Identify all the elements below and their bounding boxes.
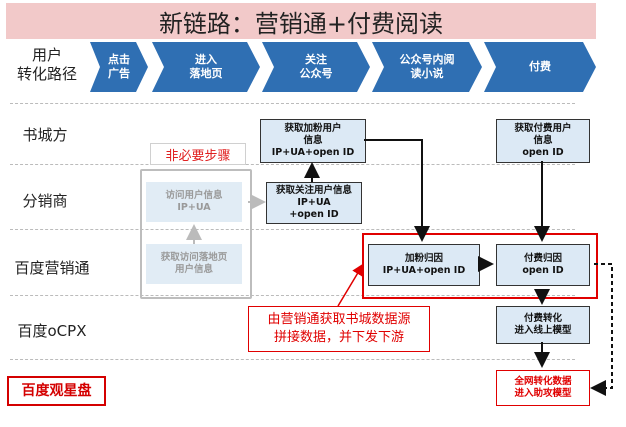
arrow-fan-info-to-attribution bbox=[364, 139, 430, 242]
optional-step-label: 非必要步骤 bbox=[150, 143, 246, 165]
pay-info-box: 获取付费用户 信息 open ID bbox=[496, 119, 590, 163]
stage-landing-page: 进入 落地页 bbox=[152, 42, 260, 92]
row-label-bookstore: 书城方 bbox=[22, 126, 68, 144]
fan-attribution-text: 加粉归因 IP+UA+open ID bbox=[382, 253, 466, 276]
row-divider bbox=[10, 164, 575, 165]
pay-model-text: 付费转化 进入线上模型 bbox=[514, 313, 572, 336]
row-label-distributor: 分销商 bbox=[22, 192, 68, 210]
data-source-note: 由营销通获取书城数据源 拼接数据，并下发下游 bbox=[248, 306, 430, 352]
arrow-note-to-attribution bbox=[337, 263, 364, 307]
stage-follow-account: 关注 公众号 bbox=[262, 42, 370, 92]
pay-attribution-text: 付费归因 open ID bbox=[522, 253, 564, 276]
landing-info-text: 获取访问落地页 用户信息 bbox=[160, 252, 228, 275]
row-label-marketing: 百度营销通 bbox=[14, 259, 90, 277]
row-divider bbox=[10, 359, 575, 360]
row-divider bbox=[10, 103, 575, 104]
optional-step-frame bbox=[140, 169, 252, 299]
pay-model-box: 付费转化 进入线上模型 bbox=[496, 306, 590, 344]
assist-model-text: 全网转化数据 进入助攻模型 bbox=[514, 376, 572, 399]
fan-attribution-box: 加粉归因 IP+UA+open ID bbox=[368, 244, 480, 286]
arrow-dashed-side-path bbox=[590, 263, 613, 396]
follow-info-text: 获取关注用户信息 IP+UA +open ID bbox=[275, 185, 352, 220]
path-label: 用户 转化路径 bbox=[8, 46, 86, 84]
stage-label: 进入 落地页 bbox=[189, 53, 223, 80]
stage-pay: 付费 bbox=[484, 42, 596, 92]
fan-info-box: 获取加粉用户 信息 IP+UA+open ID bbox=[260, 119, 366, 163]
follow-info-box: 获取关注用户信息 IP+UA +open ID bbox=[266, 182, 362, 224]
assist-model-box: 全网转化数据 进入助攻模型 bbox=[496, 370, 590, 406]
stage-click-ad: 点击 广告 bbox=[90, 42, 148, 92]
visit-info-box: 访问用户信息 IP+UA bbox=[146, 182, 242, 222]
stage-label: 公众号内阅 读小说 bbox=[399, 53, 455, 80]
stage-label: 付费 bbox=[529, 60, 551, 73]
fan-info-text: 获取加粉用户 信息 IP+UA+open ID bbox=[271, 123, 355, 158]
row-label-guanxingpan: 百度观星盘 bbox=[7, 376, 106, 406]
row-divider bbox=[10, 295, 575, 296]
pay-attribution-box: 付费归因 open ID bbox=[496, 244, 590, 286]
visit-info-text: 访问用户信息 IP+UA bbox=[165, 190, 223, 213]
path-label-line-1: 用户 bbox=[31, 46, 62, 64]
stage-label: 点击 广告 bbox=[108, 53, 130, 80]
path-label-line-2: 转化路径 bbox=[16, 65, 77, 83]
row-label-ocpx: 百度oCPX bbox=[17, 322, 87, 340]
data-source-note-text: 由营销通获取书城数据源 拼接数据，并下发下游 bbox=[267, 312, 411, 345]
stage-read-novel: 公众号内阅 读小说 bbox=[372, 42, 482, 92]
landing-info-box: 获取访问落地页 用户信息 bbox=[146, 244, 242, 284]
page-title: 新链路：营销通+付费阅读 bbox=[6, 3, 596, 39]
row-divider bbox=[10, 229, 575, 230]
pay-info-text: 获取付费用户 信息 open ID bbox=[514, 123, 572, 158]
stage-label: 关注 公众号 bbox=[299, 53, 333, 80]
